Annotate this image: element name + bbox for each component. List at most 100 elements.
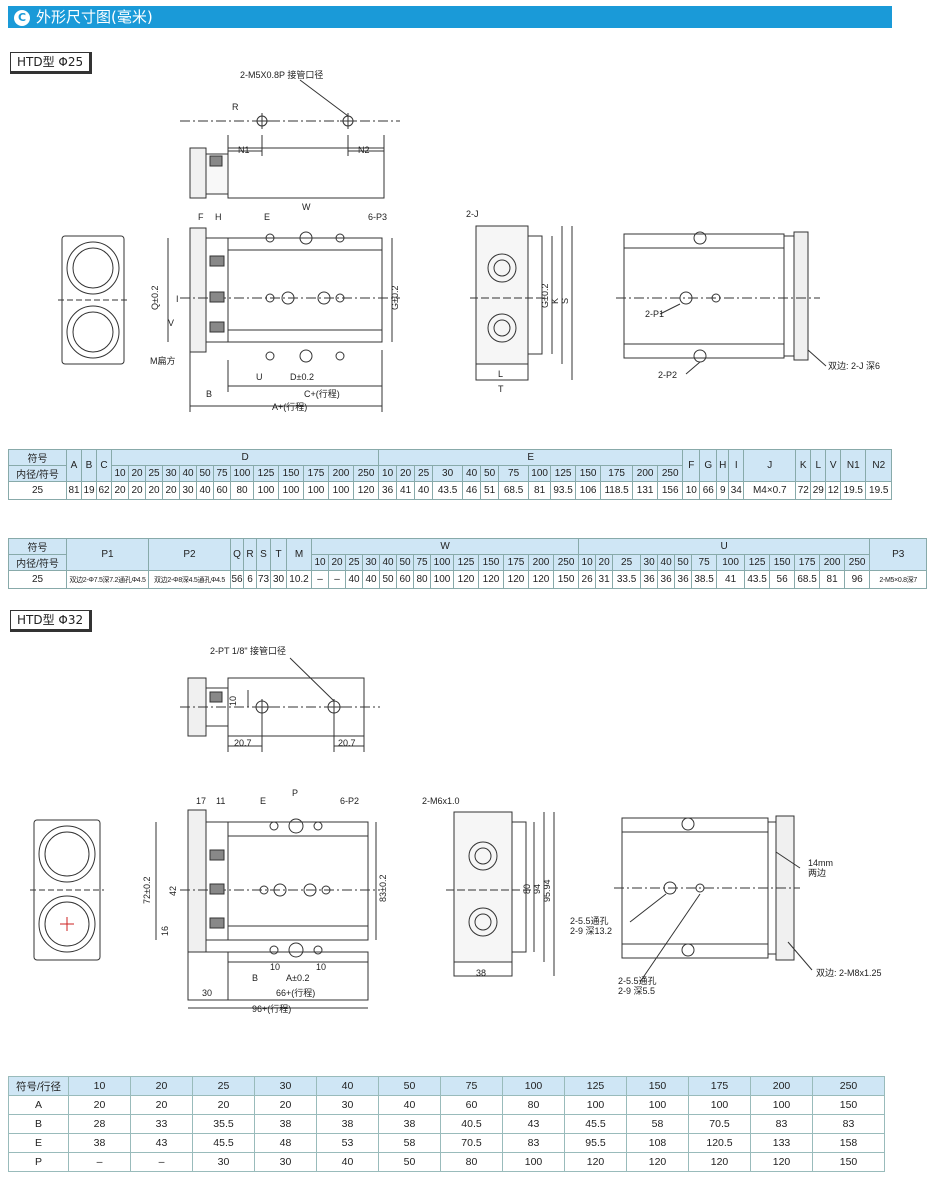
cell-W: 120 xyxy=(478,570,504,589)
cell-P2: 双边2-Φ8深4.5通孔Φ4.5 xyxy=(148,570,231,589)
hdr-C: C xyxy=(96,449,112,482)
label-I: I xyxy=(176,294,179,304)
w-stroke: 150 xyxy=(478,554,504,571)
cell-D: 120 xyxy=(352,481,380,500)
cell-D: 40 xyxy=(196,481,214,500)
u-stroke: 150 xyxy=(769,554,796,571)
t3-cell: 30 xyxy=(192,1152,255,1172)
w-stroke: 50 xyxy=(396,554,414,571)
hdr-bore: 内径/符号 xyxy=(8,465,67,482)
cell-tail: 19.5 xyxy=(840,481,867,500)
label-95-94: 95.94 xyxy=(542,879,552,902)
cell-tail: 29 xyxy=(810,481,827,500)
table-row: A 20 20 20 20 30 40 60 80 100 100 100 10… xyxy=(8,1095,885,1115)
e-stroke: 200 xyxy=(632,465,659,482)
label-Q: Q±0.2 xyxy=(150,286,160,310)
label-10-top: 10 xyxy=(228,696,238,706)
e-stroke: 20 xyxy=(396,465,416,482)
row-bore: 25 xyxy=(8,481,67,500)
e-stroke: 10 xyxy=(378,465,398,482)
t3-cell: 30 xyxy=(316,1095,379,1115)
cell-W: 120 xyxy=(503,570,529,589)
label-side-G: G±0.2 xyxy=(540,284,550,308)
label-11: 11 xyxy=(216,796,225,806)
label-N2: N2 xyxy=(358,145,370,155)
drawing-25: 2-M5X0.8P 接管口径 R N1 N2 F H E W 6-P3 Q±0.… xyxy=(58,69,880,412)
t3-header: 30 xyxy=(254,1076,317,1096)
d-stroke: 125 xyxy=(253,465,279,482)
t3-cell: 80 xyxy=(440,1152,503,1172)
label-hole1b: 2-9 深13.2 xyxy=(570,926,612,936)
top-view-32 xyxy=(180,657,380,752)
t3-header: 50 xyxy=(378,1076,441,1096)
label-L: L xyxy=(498,369,503,379)
t3-cell: 40 xyxy=(316,1152,379,1172)
w-stroke: 125 xyxy=(453,554,479,571)
t3-cell: 35.5 xyxy=(192,1114,255,1134)
cell-D: 60 xyxy=(213,481,231,500)
d-stroke: 40 xyxy=(179,465,197,482)
t3-cell: 108 xyxy=(626,1133,689,1153)
d-stroke: 50 xyxy=(196,465,214,482)
label-J: 2-J xyxy=(466,209,479,219)
u-stroke: 125 xyxy=(744,554,771,571)
t3-header: 25 xyxy=(192,1076,255,1096)
t3-cell: 100 xyxy=(564,1095,627,1115)
table-32: 符号/行径 10 20 25 30 40 50 75 100 125 150 1… xyxy=(8,1076,885,1172)
t3-cell: 43 xyxy=(130,1133,193,1153)
e-stroke: 100 xyxy=(528,465,552,482)
label-M8: 双边: 2-M8x1.25 xyxy=(816,968,882,978)
cell-E: 41 xyxy=(396,481,416,500)
cell-W: 120 xyxy=(453,570,479,589)
hdr-tail-9: N2 xyxy=(865,449,893,482)
d-stroke: 200 xyxy=(328,465,354,482)
t3-cell: 158 xyxy=(812,1133,885,1153)
d-stroke: 30 xyxy=(162,465,180,482)
d-stroke: 250 xyxy=(352,465,380,482)
end-view-25 xyxy=(58,235,128,365)
hdr-B: B xyxy=(81,449,97,482)
cell-E: 81 xyxy=(528,481,552,500)
t3-cell: 150 xyxy=(812,1095,885,1115)
t3-cell: 120.5 xyxy=(688,1133,751,1153)
cell-W: 60 xyxy=(396,570,414,589)
table-25-secondary: 符号 P1 P2 Q R S T M W U P3 内径/符号 10 20 25… xyxy=(8,538,927,589)
label-66: 66+(行程) xyxy=(276,987,315,998)
hdr2-mid-1: R xyxy=(243,538,257,571)
t3-cell: – xyxy=(130,1152,193,1172)
label-H: H xyxy=(215,212,222,222)
t3-cell: 45.5 xyxy=(564,1114,627,1134)
hdr-tail-6: L xyxy=(810,449,827,482)
hdr2-P1: P1 xyxy=(66,538,149,571)
cell-D: 20 xyxy=(128,481,146,500)
hdr2-mid-4: M xyxy=(286,538,312,571)
label-F: F xyxy=(198,212,204,222)
label-S: S xyxy=(560,298,570,304)
label-30: 30 xyxy=(202,988,212,998)
t3-cell: 83 xyxy=(750,1114,813,1134)
cell-W: 100 xyxy=(430,570,454,589)
cell-D: 100 xyxy=(278,481,304,500)
cell-tail: 66 xyxy=(699,481,718,500)
t3-header: 40 xyxy=(316,1076,379,1096)
table-row: P – – 30 30 40 50 80 100 120 120 120 120… xyxy=(8,1152,885,1172)
label-N1: N1 xyxy=(238,145,250,155)
cell-D: 80 xyxy=(230,481,254,500)
u-stroke: 40 xyxy=(657,554,676,571)
d-stroke: 150 xyxy=(278,465,304,482)
label-A-32: A±0.2 xyxy=(286,973,309,983)
t3-cell: 58 xyxy=(626,1114,689,1134)
w-stroke: 175 xyxy=(503,554,529,571)
label-U: U xyxy=(256,372,263,382)
label-hole2b: 2-9 深5.5 xyxy=(618,986,655,996)
label-P1: 2-P1 xyxy=(645,309,664,319)
label-10b: 10 xyxy=(316,962,326,972)
cell-W: 150 xyxy=(552,570,580,589)
label-20-7-right: 20.7 xyxy=(338,738,356,748)
section-title: 外形尺寸图(毫米) xyxy=(36,8,153,26)
u-stroke: 100 xyxy=(716,554,746,571)
t3-cell: 33 xyxy=(130,1114,193,1134)
hdr-tail-4: J xyxy=(743,449,797,482)
cell-tail: 12 xyxy=(825,481,842,500)
cell-tail: 34 xyxy=(728,481,745,500)
